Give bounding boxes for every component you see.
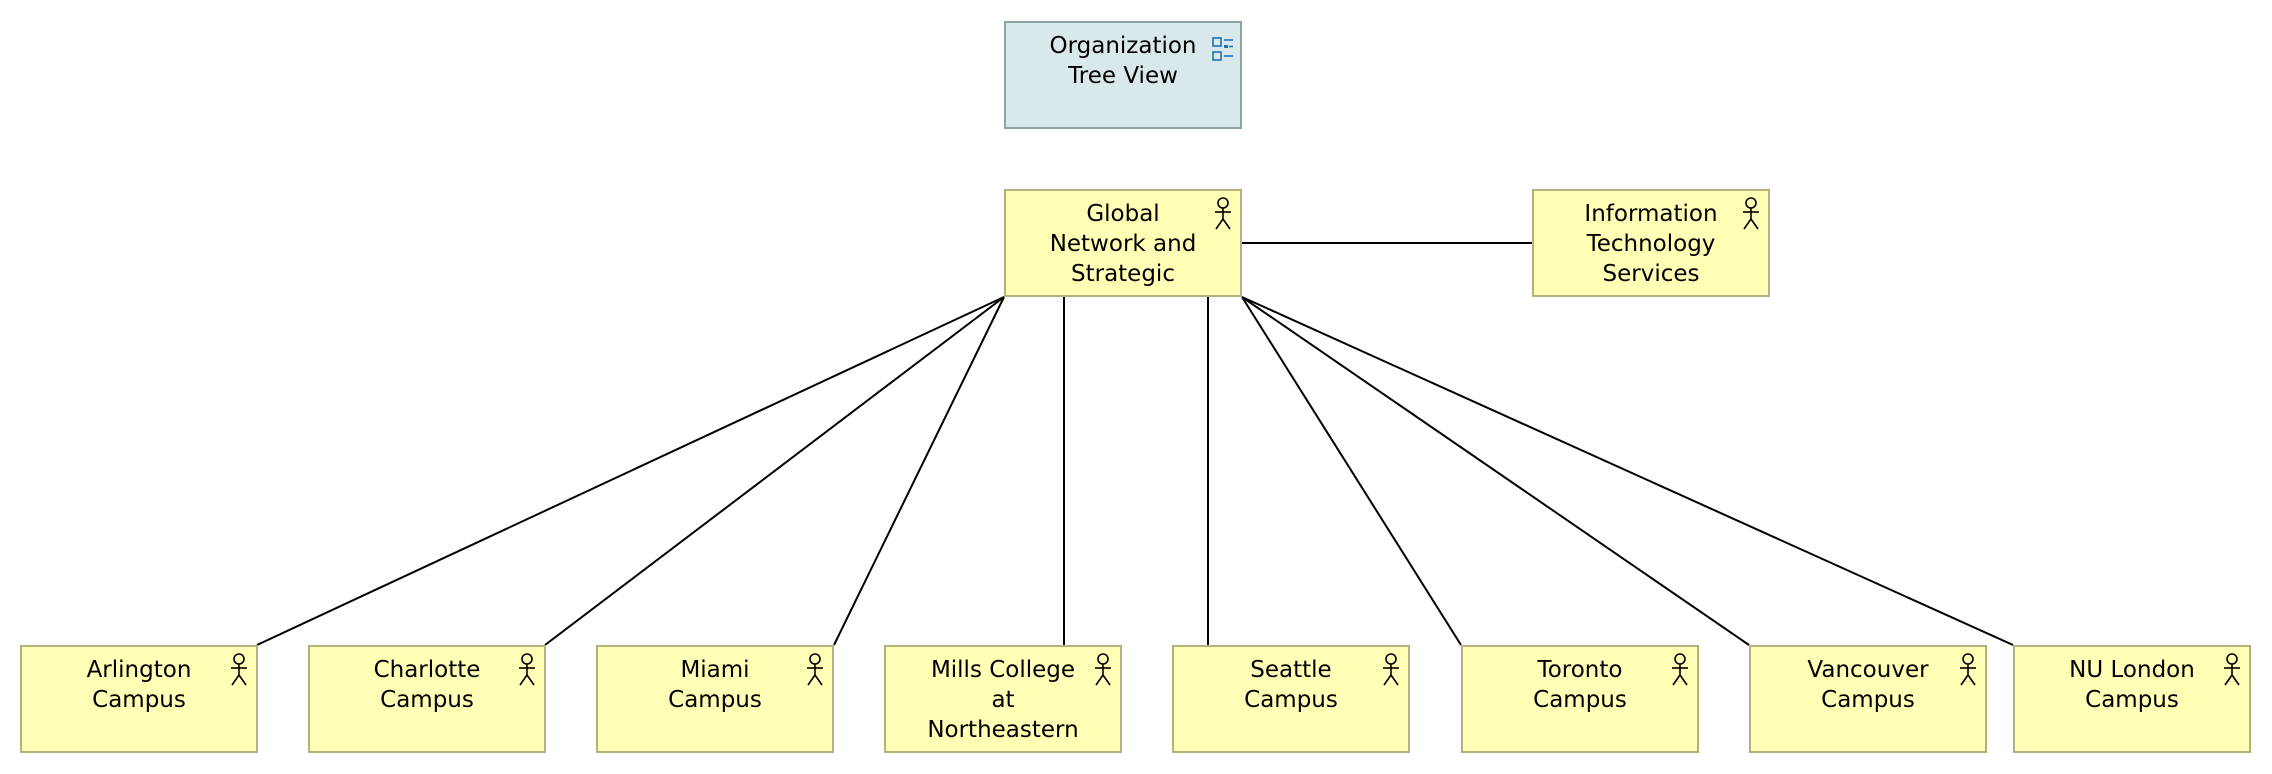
actor-icon <box>1095 653 1111 686</box>
campus-box-nu-london[interactable]: NU London Campus <box>2013 645 2251 753</box>
link-global-toronto <box>1241 296 1462 646</box>
campus-box-arlington[interactable]: Arlington Campus <box>20 645 258 753</box>
campus-label: Mills College at Northeastern <box>927 657 1079 743</box>
campus-label: Vancouver Campus <box>1807 657 1929 713</box>
link-global-charlotte <box>544 296 1005 646</box>
campus-label: Arlington Campus <box>86 657 192 713</box>
link-global-london <box>1241 296 2014 646</box>
campus-label: Seattle Campus <box>1244 657 1338 713</box>
actor-icon <box>519 653 535 686</box>
information-technology-services-box[interactable]: Information Technology Services <box>1532 189 1770 297</box>
campus-box-mills-college[interactable]: Mills College at Northeastern <box>884 645 1122 753</box>
campus-label: Charlotte Campus <box>373 657 481 713</box>
campus-label: Miami Campus <box>668 657 762 713</box>
campus-label: NU London Campus <box>2069 657 2195 713</box>
actor-icon <box>1960 653 1976 686</box>
actor-icon <box>807 653 823 686</box>
global-network-and-strategic-label: Global Network and Strategic <box>1049 201 1197 287</box>
campus-label: Toronto Campus <box>1533 657 1627 713</box>
actor-icon <box>231 653 247 686</box>
actor-icon <box>2224 653 2240 686</box>
link-global-arlington <box>256 296 1005 646</box>
link-global-miami <box>833 296 1005 646</box>
campus-box-toronto[interactable]: Toronto Campus <box>1461 645 1699 753</box>
actor-icon <box>1215 197 1231 230</box>
organization-tree-view-box[interactable]: Organization Tree View <box>1004 21 1242 129</box>
campus-box-seattle[interactable]: Seattle Campus <box>1172 645 1410 753</box>
campus-box-vancouver[interactable]: Vancouver Campus <box>1749 645 1987 753</box>
actor-icon <box>1743 197 1759 230</box>
actor-icon <box>1672 653 1688 686</box>
campus-box-charlotte[interactable]: Charlotte Campus <box>308 645 546 753</box>
campus-box-miami[interactable]: Miami Campus <box>596 645 834 753</box>
information-technology-services-label: Information Technology Services <box>1584 201 1718 287</box>
organization-tree-view-label: Organization Tree View <box>1049 33 1197 89</box>
actor-icon <box>1383 653 1399 686</box>
global-network-and-strategic-box[interactable]: Global Network and Strategic <box>1004 189 1242 297</box>
link-global-vancouver <box>1241 296 1750 646</box>
view-icon <box>1212 37 1233 61</box>
